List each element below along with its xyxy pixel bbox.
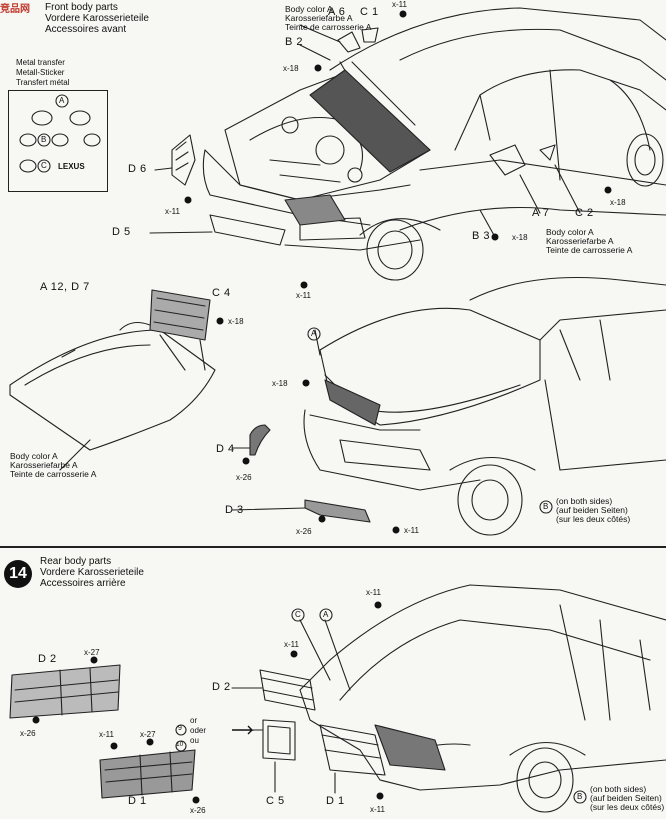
section-divider (0, 546, 666, 548)
screw-x27-2: x-27 (140, 730, 156, 739)
mark-b: B (41, 135, 47, 144)
label-d2-right: D 2 (212, 681, 231, 693)
label-d3: D 3 (225, 504, 244, 516)
mark-b-wheel: B (543, 502, 549, 511)
screw-x11-8: x-11 (370, 805, 385, 814)
screw-x27-1: x-27 (84, 648, 100, 657)
body-color-de-1: Karosseriefarbe A (285, 13, 353, 23)
step-number-badge: 14 (4, 560, 32, 588)
both-sides-en-1: (on both sides) (556, 496, 613, 506)
label-c5: C 5 (266, 795, 285, 807)
screw-x11-7: x-11 (99, 730, 114, 739)
label-a12-d7: A 12, D 7 (40, 281, 90, 293)
label-a6: A 6 (328, 6, 346, 18)
screw-x18-1: x-18 (283, 64, 299, 73)
screw-x18-3: x-18 (512, 233, 528, 242)
label-d1-right: D 1 (326, 795, 345, 807)
label-c1: C 1 (360, 6, 379, 18)
mark-c: C (41, 161, 47, 170)
body-color-en-2: Body color A (546, 227, 594, 237)
body-color-en-3: Body color A (10, 451, 58, 461)
front-title-de: Vordere Karosserieteile (45, 13, 149, 24)
second-car-drawing (231, 276, 666, 536)
metal-transfer-de: Metall-Sticker (16, 68, 65, 77)
lexus-logo-word: LEXUS (58, 162, 85, 171)
both-sides-de-2: (auf beiden Seiten) (590, 793, 662, 803)
rear-car-drawing (9, 584, 666, 813)
body-color-fr-3: Teinte de carrosserie A (10, 469, 97, 479)
label-d4: D 4 (216, 443, 235, 455)
body-color-fr-2: Teinte de carrosserie A (546, 245, 633, 255)
metal-transfer-en: Metal transfer (16, 58, 65, 67)
rear-title-de: Vordere Karosserieteile (40, 567, 144, 578)
label-a7: A 7 (532, 207, 550, 219)
front-title-en: Front body parts (45, 2, 118, 13)
rear-title-en: Rear body parts (40, 556, 112, 567)
or-de: oder (190, 726, 207, 735)
rear-title-fr: Accessoires arrière (40, 578, 126, 589)
screw-x11-5: x-11 (366, 588, 381, 597)
body-color-de-2: Karosseriefarbe A (546, 236, 614, 246)
screw-x26-1: x-26 (236, 473, 252, 482)
mark-b-rear-wheel: B (577, 792, 583, 801)
mark-a: A (59, 96, 65, 105)
screw-x18-2: x-18 (610, 198, 626, 207)
label-d5: D 5 (112, 226, 131, 238)
label-c4: C 4 (212, 287, 231, 299)
screw-x11-3: x-11 (296, 291, 311, 300)
both-sides-de-1: (auf beiden Seiten) (556, 505, 628, 515)
mark-a-rear: A (323, 610, 329, 619)
metal-transfer-fr: Transfert métal (16, 78, 70, 87)
screw-x18-4: x-18 (228, 317, 244, 326)
body-color-fr-1: Teinte de carrosserie A (285, 22, 372, 32)
body-color-en-1: Body color A (285, 4, 333, 14)
metal-transfer-emblems (19, 110, 101, 173)
screw-x26-4: x-26 (190, 806, 206, 815)
label-d2-left: D 2 (38, 653, 57, 665)
screw-x18-5: x-18 (272, 379, 288, 388)
screw-x26-3: x-26 (20, 729, 36, 738)
screw-x11-1: x-11 (392, 0, 407, 9)
screw-x11-4: x-11 (404, 526, 419, 535)
both-sides-fr-1: (sur les deux côtés) (556, 514, 631, 524)
screw-x11-2: x-11 (165, 207, 180, 216)
hood-drawing (9, 289, 216, 471)
screw-x26-2: x-26 (296, 527, 312, 536)
or-fr: ou (190, 736, 199, 745)
metal-transfer-box (8, 90, 108, 192)
mark-9: 9 (178, 725, 182, 732)
mark-c-rear: C (295, 610, 301, 619)
both-sides-en-2: (on both sides) (590, 784, 647, 794)
label-c2: C 2 (575, 207, 594, 219)
label-d6: D 6 (128, 163, 147, 175)
front-title-fr: Accessoires avant (45, 24, 127, 35)
watermark: 竞品网 (0, 4, 30, 15)
both-sides-fr-2: (sur les deux côtés) (590, 802, 665, 812)
label-d1-left: D 1 (128, 795, 147, 807)
label-b2: B 2 (285, 36, 304, 48)
body-color-de-3: Karosseriefarbe A (10, 460, 78, 470)
or-en: or (190, 716, 198, 725)
mark-a-hood: A (311, 329, 317, 338)
screw-x11-6: x-11 (284, 640, 299, 649)
mark-10: 10 (176, 741, 184, 748)
label-b3: B 3 (472, 230, 491, 242)
